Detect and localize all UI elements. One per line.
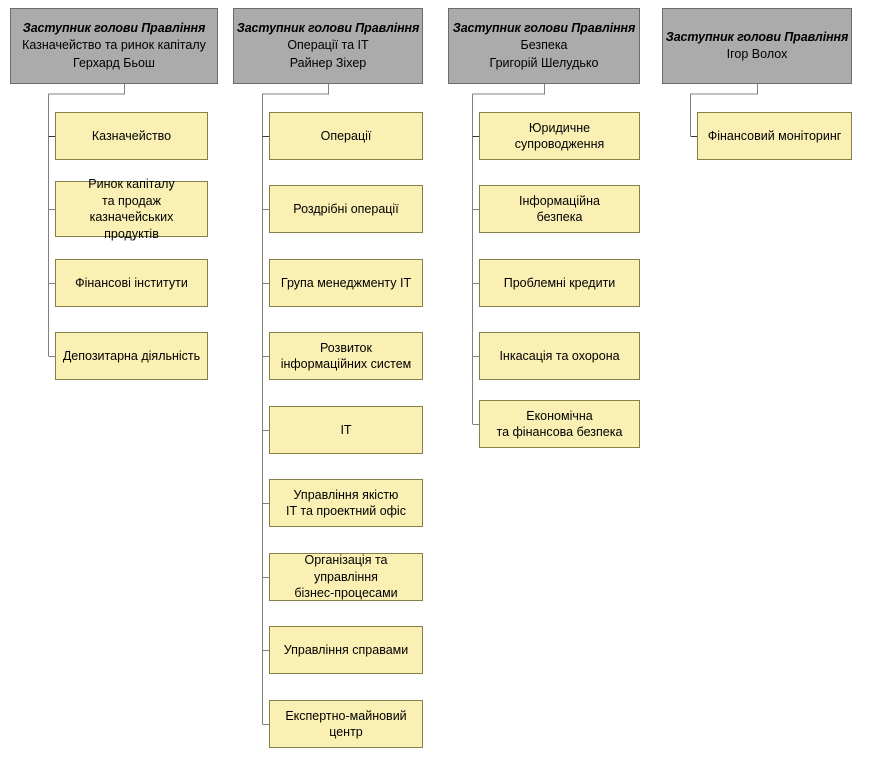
header-title: Заступник голови Правління [22,21,206,36]
node-box[interactable]: Розвиток інформаційних систем [269,332,423,380]
header-title: Заступник голови Правління [452,21,636,36]
node-label: Розвиток інформаційних систем [280,340,412,372]
node-box[interactable]: Ринок капіталу та продаж казначейських п… [55,177,208,241]
header-title: Заступник голови Правління [665,29,849,44]
node-label: Група менеджменту IT [280,275,412,290]
node-box[interactable]: Управління якістю IT та проектний офіс [269,479,423,527]
node-box[interactable]: IT [269,406,423,454]
node-box[interactable]: Група менеджменту IT [269,259,423,307]
node-box[interactable]: Юридичне супроводження [479,112,640,160]
node-box[interactable]: Економічна та фінансова безпека [479,400,640,448]
node-label: Казначейство [91,128,172,143]
node-label: Економічна та фінансова безпека [496,408,623,440]
header-unit: Операції та IT [287,38,369,53]
node-box[interactable]: Депозитарна діяльність [55,332,208,380]
header-unit: Безпека [520,38,568,53]
header-unit: Казначейство та ринок капіталу [22,38,206,53]
node-label: Ринок капіталу та продаж казначейських п… [88,177,175,241]
node-box[interactable]: Фінансовий моніторинг [697,112,852,160]
node-box[interactable]: Роздрібні операції [269,185,423,233]
node-box[interactable]: Управління справами [269,626,423,674]
node-box[interactable]: Фінансові інститути [55,259,208,307]
node-box[interactable]: Казначейство [55,112,208,160]
header-person: Райнер Зіхер [289,55,367,70]
node-label: Роздрібні операції [293,201,399,216]
node-label: Організація та управління бізнес-процеса… [294,553,398,601]
node-label: Юридичне супроводження [514,120,605,152]
header-title: Заступник голови Правління [236,21,420,36]
header-person: Герхард Бьош [73,55,155,70]
node-label: Інформаційна безпека [519,193,600,225]
node-box[interactable]: Експертно-майновий центр [269,700,423,748]
node-label: Депозитарна діяльність [62,348,201,363]
header-person: Григорій Шелудько [489,55,599,70]
node-label: Управління справами [283,642,409,657]
node-label: Операції [320,128,372,143]
node-label: Експертно-майновий центр [285,708,407,740]
node-label: Фінансовий моніторинг [707,128,842,143]
header-person: Ігор Волох [726,47,788,61]
node-box[interactable]: Проблемні кредити [479,259,640,307]
node-box[interactable]: Інформаційна безпека [479,185,640,233]
node-label: Управління якістю IT та проектний офіс [286,487,406,519]
node-box[interactable]: Інкасація та охорона [479,332,640,380]
node-label: Інкасація та охорона [499,348,620,363]
node-label: IT [340,422,352,437]
node-box[interactable]: Організація та управління бізнес-процеса… [269,553,423,601]
node-label: Проблемні кредити [503,275,616,290]
node-box[interactable]: Операції [269,112,423,160]
node-label: Фінансові інститути [75,275,188,290]
